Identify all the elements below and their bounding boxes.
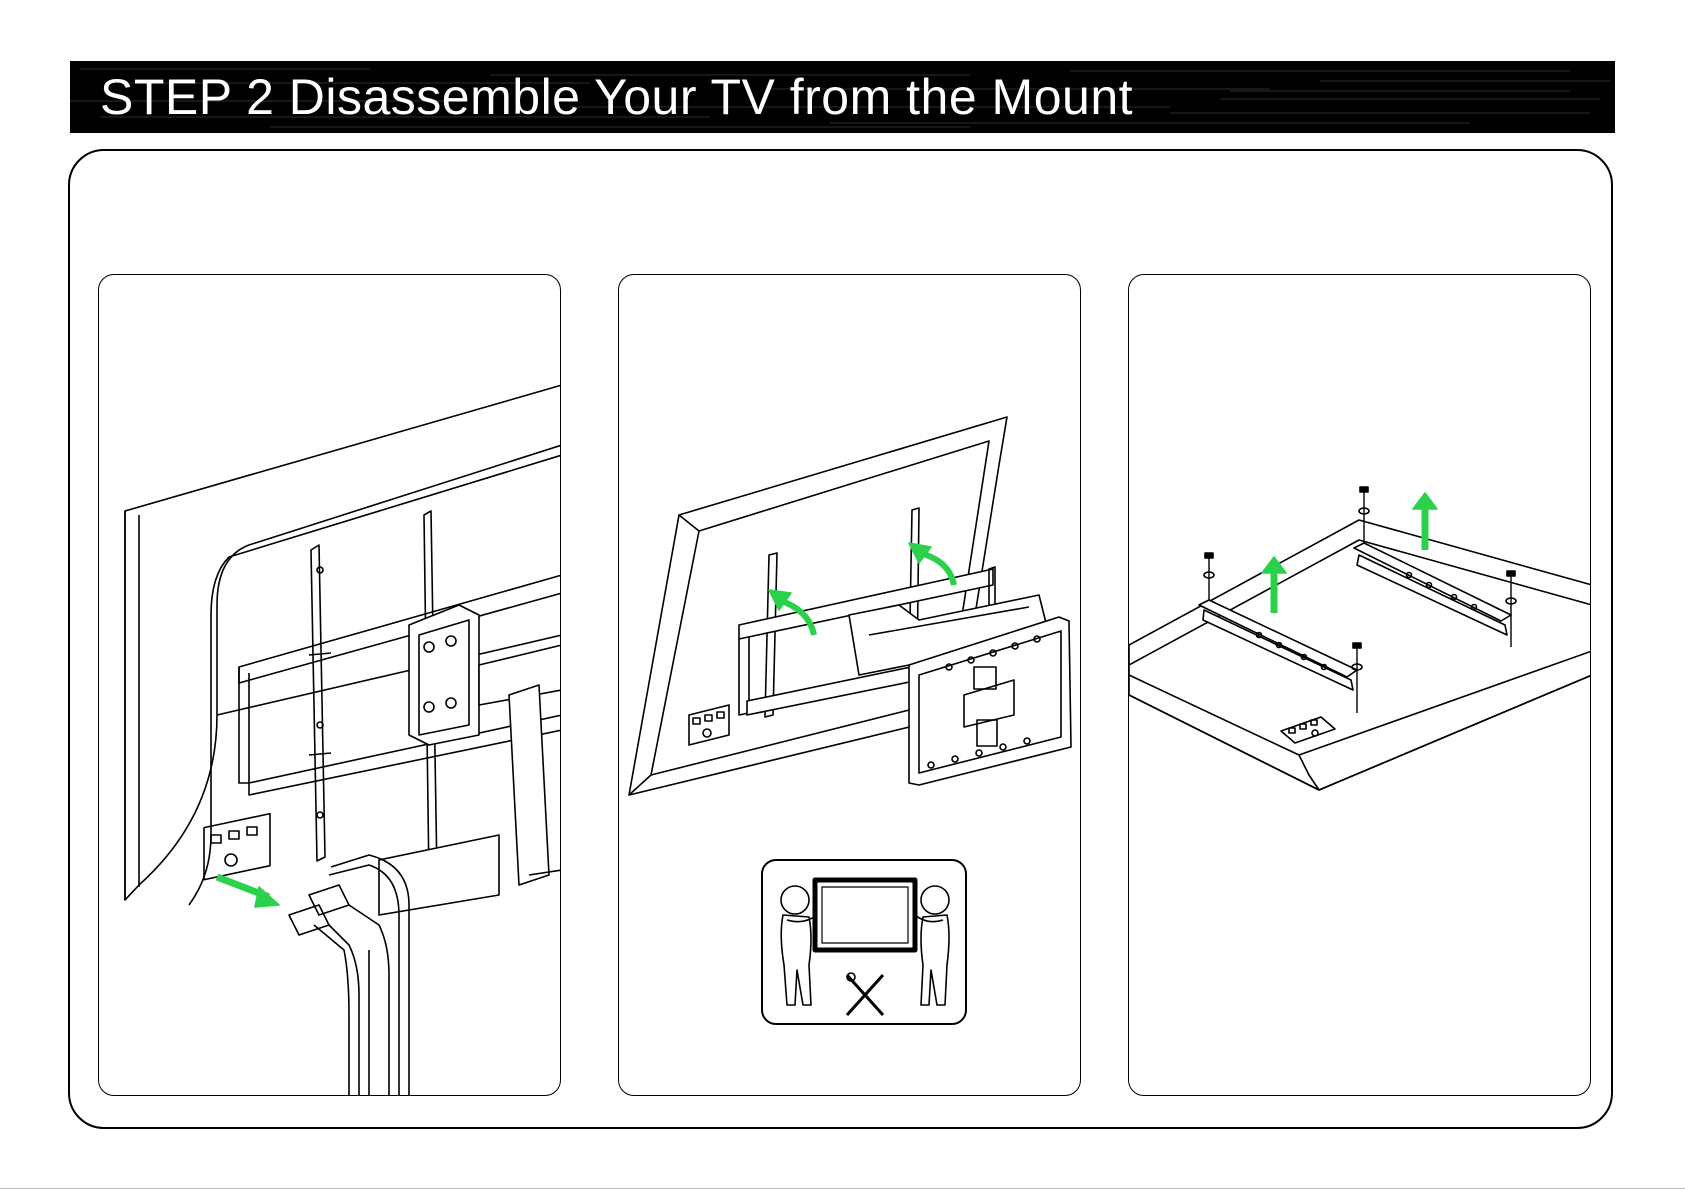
page-bottom-rule xyxy=(0,1188,1685,1189)
step-header: STEP 2 Disassemble Your TV from the Moun… xyxy=(70,61,1615,133)
disconnect-cables-illustration xyxy=(99,275,561,1096)
panel-lift-tv xyxy=(618,274,1081,1096)
panel-remove-brackets xyxy=(1128,274,1591,1096)
page-title: STEP 2 Disassemble Your TV from the Moun… xyxy=(100,69,1133,125)
two-person-lift-icon xyxy=(762,860,966,1024)
screw-icon xyxy=(1204,553,1214,601)
lift-tv-off-wall-plate-illustration xyxy=(619,275,1081,1096)
arrow-head-icon xyxy=(1413,493,1437,509)
remove-brackets-from-tv-illustration xyxy=(1129,275,1591,1096)
panel-disconnect-cables xyxy=(98,274,561,1096)
arrow-head-icon xyxy=(255,887,279,907)
